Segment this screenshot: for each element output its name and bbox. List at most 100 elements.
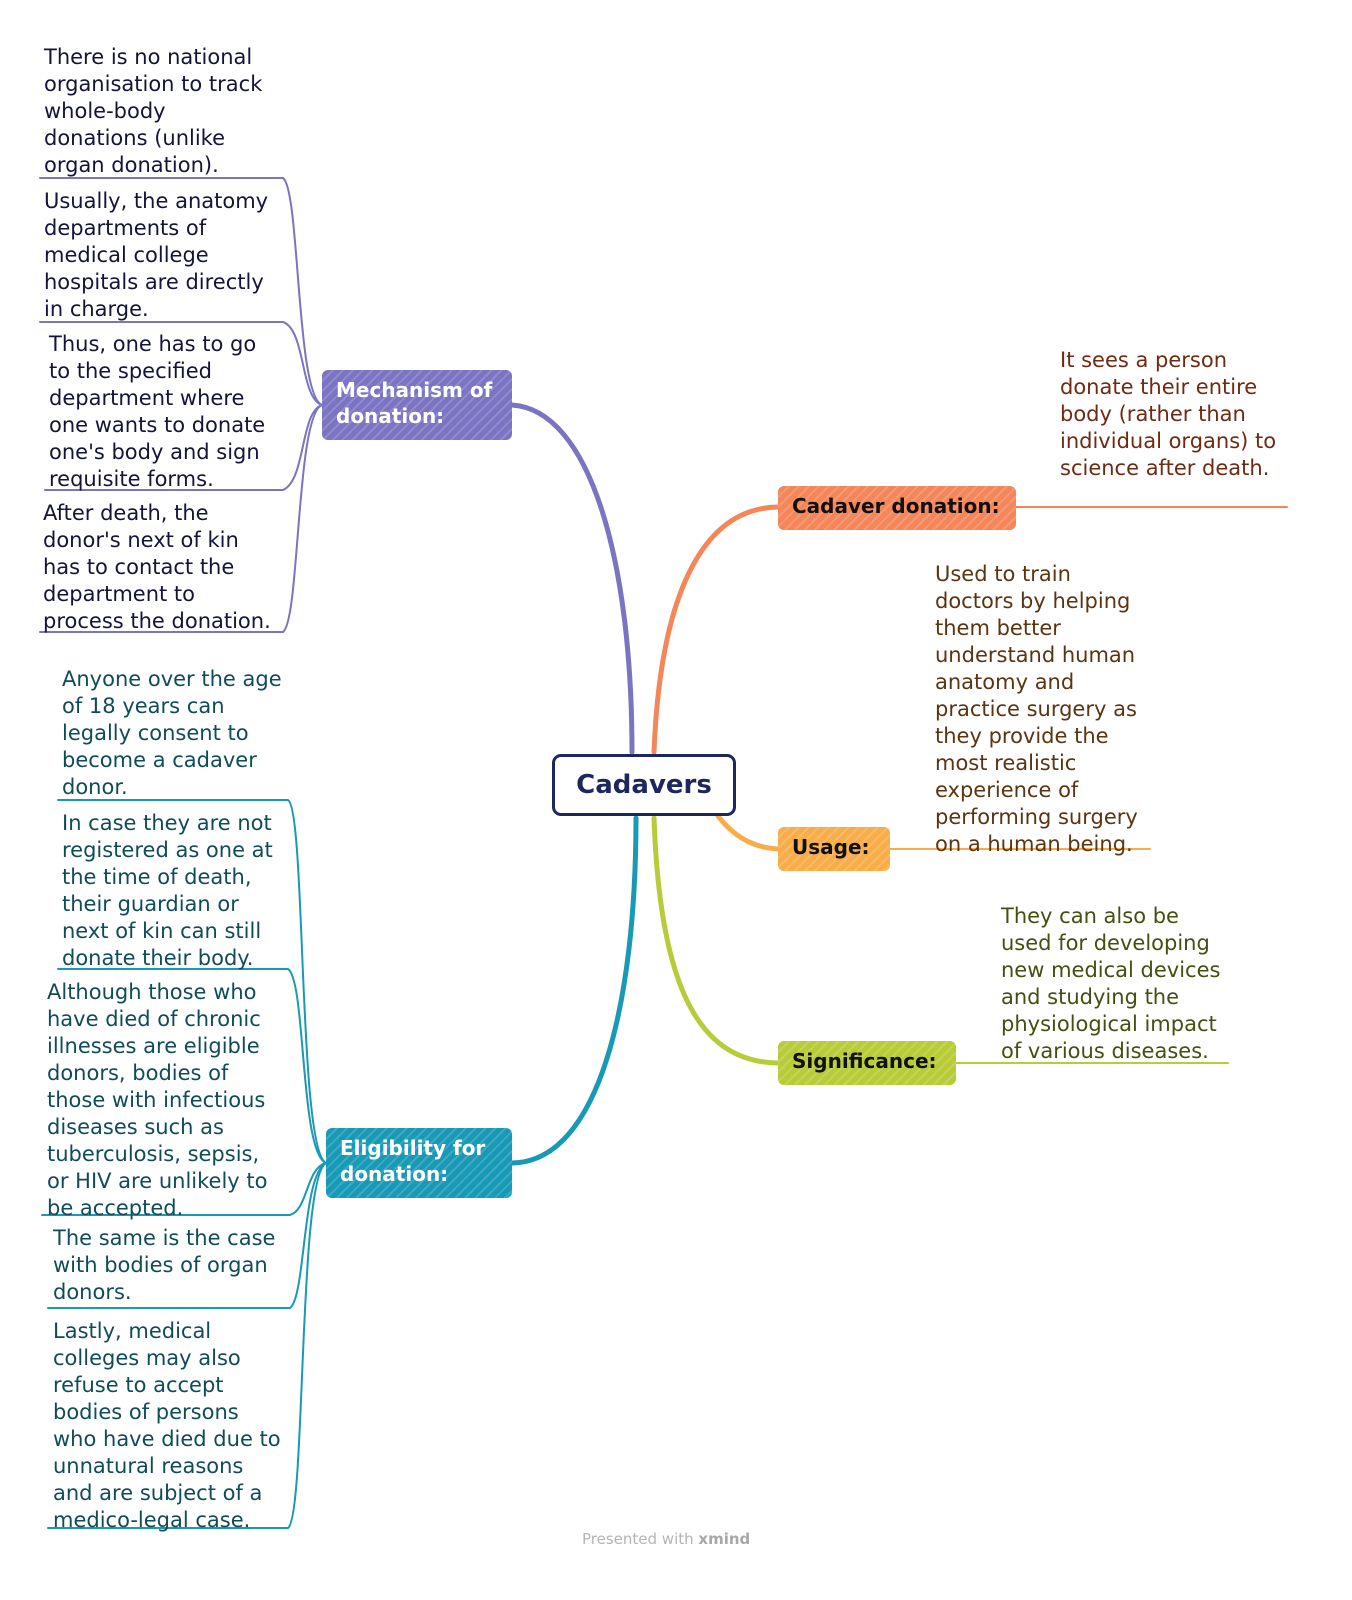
branch-label: Cadaver donation: <box>792 494 1000 518</box>
connector-mechanism-note-3 <box>44 404 323 491</box>
note-line: department to <box>43 582 195 606</box>
branch-label-line: Mechanism of <box>336 378 493 402</box>
note-line: Anyone over the age <box>62 667 282 691</box>
note-line: them better <box>935 616 1061 640</box>
note-eligibility-2[interactable]: In case they are not registered as one a… <box>62 810 273 972</box>
note-line: next of kin can still <box>62 919 262 943</box>
note-usage[interactable]: Used to train doctors by helping them be… <box>935 561 1138 858</box>
note-eligibility-4[interactable]: The same is the case with bodies of orga… <box>53 1225 275 1306</box>
note-line: physiological impact <box>1001 1012 1217 1036</box>
note-line: Used to train <box>935 562 1071 586</box>
note-line: doctors by helping <box>935 589 1131 613</box>
note-line: process the donation. <box>43 609 271 633</box>
note-line: or HIV are unlikely to <box>47 1169 268 1193</box>
note-line: There is no national <box>44 45 253 69</box>
note-line: whole-body <box>44 99 166 123</box>
note-line: become a cadaver <box>62 748 257 772</box>
note-line: one's body and sign <box>49 440 260 464</box>
note-line: on a human being. <box>935 832 1133 856</box>
note-eligibility-5[interactable]: Lastly, medical colleges may also refuse… <box>53 1318 281 1534</box>
note-line: Usually, the anatomy <box>44 189 269 213</box>
xmind-logo: xmind <box>698 1530 751 1548</box>
note-line: donate their entire <box>1060 375 1258 399</box>
footer-prefix: Presented with <box>582 1530 694 1548</box>
note-eligibility-3[interactable]: Although those who have died of chronic … <box>47 979 267 1222</box>
note-line: donors, bodies of <box>47 1061 229 1085</box>
note-line: medical college <box>44 243 209 267</box>
note-line: requisite forms. <box>49 467 214 491</box>
note-line: registered as one at <box>62 838 273 862</box>
connector-mechanism-note-2 <box>39 321 323 406</box>
note-line: practice surgery as <box>935 697 1137 721</box>
note-line: experience of <box>935 778 1079 802</box>
note-line: be accepted. <box>47 1196 184 1220</box>
note-line: bodies of persons <box>53 1400 239 1424</box>
note-line: those with infectious <box>47 1088 266 1112</box>
note-line: to the specified <box>49 359 212 383</box>
note-eligibility-1[interactable]: Anyone over the age of 18 years can lega… <box>62 666 282 801</box>
branch-eligibility-for-donation[interactable]: Eligibility for donation: <box>326 1128 512 1198</box>
note-line: the time of death, <box>62 865 252 889</box>
note-line: anatomy and <box>935 670 1075 694</box>
note-line: In case they are not <box>62 811 272 835</box>
note-line: and studying the <box>1001 985 1180 1009</box>
branch-mechanism-of-donation[interactable]: Mechanism of donation: <box>322 370 512 440</box>
note-line: they provide the <box>935 724 1109 748</box>
note-line: unnatural reasons <box>53 1454 244 1478</box>
note-line: hospitals are directly <box>44 270 264 294</box>
note-line: of various diseases. <box>1001 1039 1209 1063</box>
note-line: science after death. <box>1060 456 1270 480</box>
note-line: new medical devices <box>1001 958 1221 982</box>
note-line: donor. <box>62 775 128 799</box>
note-line: donor's next of kin <box>43 528 239 552</box>
connector-eligibility-note-1 <box>57 799 327 1164</box>
note-cadaver-donation[interactable]: It sees a person donate their entire bod… <box>1060 347 1276 482</box>
connector-eligibility-note-5 <box>47 1162 327 1529</box>
branch-usage[interactable]: Usage: <box>778 827 890 871</box>
note-mechanism-3[interactable]: Thus, one has to go to the specified dep… <box>49 331 265 493</box>
branch-label: Significance: <box>792 1049 937 1073</box>
note-line: of 18 years can <box>62 694 225 718</box>
note-mechanism-1[interactable]: There is no national organisation to tra… <box>44 44 262 179</box>
note-line: Thus, one has to go <box>49 332 257 356</box>
note-line: Although those who <box>47 980 257 1004</box>
central-topic[interactable]: Cadavers <box>552 754 736 816</box>
note-mechanism-4[interactable]: After death, the donor's next of kin has… <box>43 500 271 635</box>
branch-significance[interactable]: Significance: <box>778 1041 956 1085</box>
note-line: most realistic <box>935 751 1077 775</box>
note-line: in charge. <box>44 297 149 321</box>
branch-label: Usage: <box>792 835 870 859</box>
note-significance[interactable]: They can also be used for developing new… <box>1001 903 1220 1065</box>
note-line: their guardian or <box>62 892 239 916</box>
note-line: departments of <box>44 216 207 240</box>
connector-eligibility-note-2 <box>57 968 327 1164</box>
note-line: refuse to accept <box>53 1373 224 1397</box>
footer-credit: Presented with xmind <box>582 1530 750 1548</box>
note-line: Lastly, medical <box>53 1319 212 1343</box>
branch-cadaver-donation[interactable]: Cadaver donation: <box>778 486 1016 530</box>
note-line: donations (unlike <box>44 126 226 150</box>
connector-mechanism-note-4 <box>39 404 323 633</box>
connector-eligibility-note-4 <box>47 1162 327 1309</box>
note-line: diseases such as <box>47 1115 224 1139</box>
note-line: one wants to donate <box>49 413 266 437</box>
connector-central-significance <box>651 815 781 1066</box>
note-mechanism-2[interactable]: Usually, the anatomy departments of medi… <box>44 188 268 323</box>
connector-central-cadaver-donation <box>651 504 781 755</box>
note-line: and are subject of a <box>53 1481 263 1505</box>
note-line: It sees a person <box>1060 348 1228 372</box>
connector-mechanism-note-1 <box>39 177 323 406</box>
branch-label-line: donation: <box>336 404 445 428</box>
central-topic-label: Cadavers <box>576 770 712 800</box>
note-line: colleges may also <box>53 1346 241 1370</box>
connector-eligibility-note-3 <box>41 1162 327 1216</box>
note-line: They can also be <box>1001 904 1179 928</box>
note-line: have died of chronic <box>47 1007 261 1031</box>
note-line: The same is the case <box>53 1226 276 1250</box>
note-line: medico-legal case. <box>53 1508 251 1532</box>
note-line: organ donation). <box>44 153 219 177</box>
note-line: who have died due to <box>53 1427 281 1451</box>
note-line: used for developing <box>1001 931 1210 955</box>
connector-central-mechanism <box>509 402 635 755</box>
